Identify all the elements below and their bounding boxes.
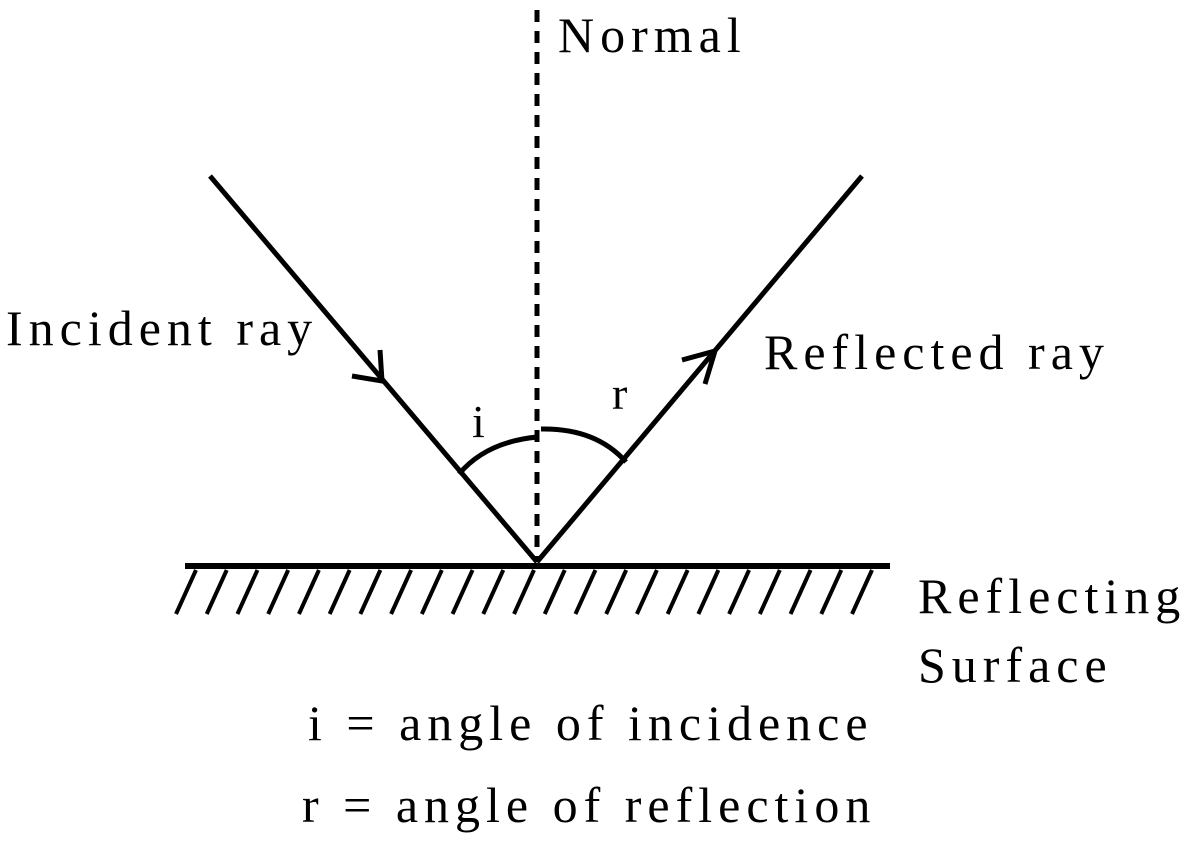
hatch-mark <box>696 569 721 615</box>
hatch-mark <box>757 569 782 615</box>
surface-label-line1: Reflecting <box>918 568 1186 624</box>
hatch-mark <box>266 569 291 615</box>
angle-r-arc <box>540 426 628 464</box>
reflected-arrow-head <box>681 347 719 385</box>
angle-r-label: r <box>612 368 627 419</box>
hatch-mark <box>235 569 260 615</box>
hatch-mark <box>665 569 690 615</box>
incident-ray-line <box>208 174 539 564</box>
hatch-mark <box>297 569 321 615</box>
hatch-mark <box>327 569 352 615</box>
hatch-mark <box>389 569 413 615</box>
angle-i-arc <box>457 434 538 476</box>
incident-ray-label: Incident ray <box>6 300 318 356</box>
hatch-mark <box>819 569 844 615</box>
surface-label-line2: Surface <box>918 637 1113 693</box>
hatch-mark <box>788 569 813 615</box>
hatch-mark <box>512 569 536 615</box>
hatch-mark <box>204 569 229 615</box>
hatch-mark <box>573 569 598 615</box>
hatch-mark <box>604 569 629 615</box>
hatch-mark <box>174 569 198 615</box>
hatch-mark <box>450 569 475 615</box>
reflected-ray-label: Reflected ray <box>764 324 1110 380</box>
hatch-mark <box>358 569 383 615</box>
hatch-mark <box>481 569 506 615</box>
surface-hatching <box>174 569 874 615</box>
hatch-mark <box>542 569 567 615</box>
incident-arrow-head <box>351 349 385 384</box>
hatch-mark <box>727 569 751 615</box>
legend-reflection: r = angle of reflection <box>302 777 876 833</box>
angle-i-label: i <box>472 396 485 447</box>
normal-label: Normal <box>558 7 747 63</box>
hatch-mark <box>850 569 874 615</box>
hatch-mark <box>635 569 659 615</box>
reflected-ray-line <box>535 174 864 564</box>
hatch-mark <box>419 569 444 615</box>
legend-incidence: i = angle of incidence <box>308 695 874 751</box>
